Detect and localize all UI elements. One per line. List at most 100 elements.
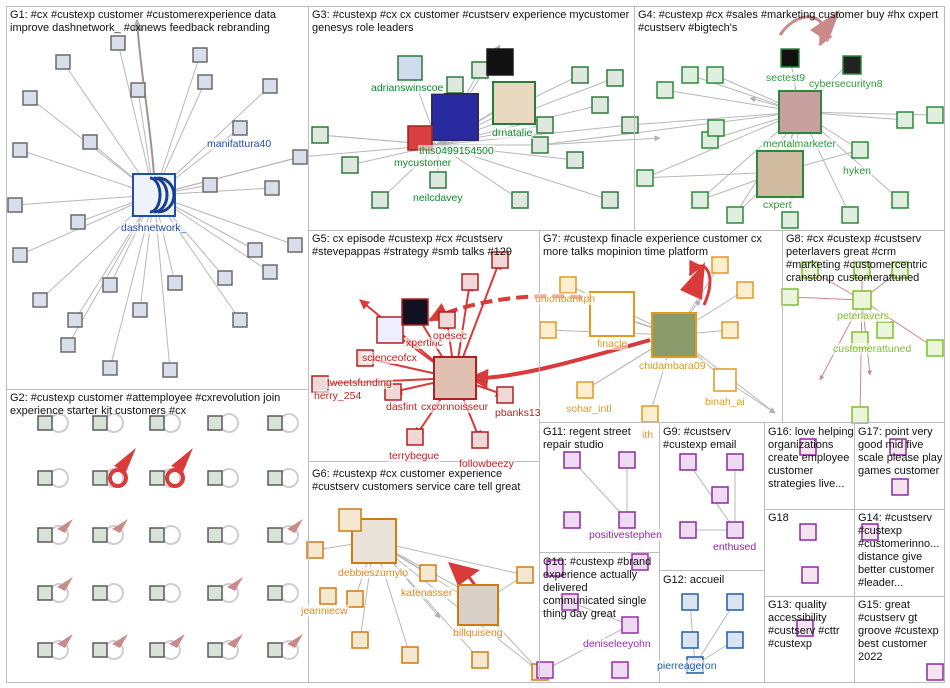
- node-avatar[interactable]: [611, 661, 629, 679]
- node-avatar[interactable]: [801, 261, 819, 279]
- node-avatar[interactable]: [67, 312, 83, 328]
- node-avatar[interactable]: [736, 281, 754, 299]
- node-label-billquiseng[interactable]: billquiseng: [452, 627, 504, 639]
- node-avatar[interactable]: [197, 74, 213, 90]
- node-avatar[interactable]: [896, 111, 914, 129]
- node-avatar[interactable]: [576, 381, 594, 399]
- node-avatar[interactable]: [351, 631, 369, 649]
- node-label-manifattura40[interactable]: manifattura40: [206, 138, 273, 150]
- node-avatar[interactable]: [12, 142, 28, 158]
- node-avatar[interactable]: [37, 642, 53, 658]
- node-avatar[interactable]: [319, 587, 337, 605]
- node-avatar[interactable]: [102, 277, 118, 293]
- node-avatar[interactable]: [539, 321, 557, 339]
- node-avatar[interactable]: [22, 90, 38, 106]
- node-avatar[interactable]: [511, 191, 529, 209]
- node-label-enthused[interactable]: enthused: [712, 541, 758, 553]
- node-label-unionbankph[interactable]: unionbankph: [534, 293, 597, 305]
- forbes-node[interactable]: [486, 48, 514, 76]
- node-avatar[interactable]: [461, 273, 479, 291]
- node-avatar[interactable]: [247, 242, 263, 258]
- node-avatar[interactable]: [438, 311, 456, 329]
- node-avatar[interactable]: [681, 66, 699, 84]
- node-avatar[interactable]: [799, 438, 817, 456]
- node-avatar[interactable]: [306, 541, 324, 559]
- node-avatar[interactable]: [546, 559, 564, 577]
- node-avatar[interactable]: [891, 478, 909, 496]
- node-label-pbanks13[interactable]: pbanks13: [494, 407, 542, 419]
- node-label-neilcdavey[interactable]: neilcdavey: [412, 192, 464, 204]
- node-avatar[interactable]: [566, 151, 584, 169]
- node-avatar[interactable]: [217, 270, 233, 286]
- peterlavers-node[interactable]: [852, 290, 872, 310]
- node-avatar[interactable]: [796, 619, 814, 637]
- node-avatar[interactable]: [656, 81, 674, 99]
- node-avatar[interactable]: [267, 642, 283, 658]
- node-label-scienceofcx[interactable]: scienceofcx: [361, 352, 418, 364]
- node-avatar[interactable]: [591, 96, 609, 114]
- chidambara09-node[interactable]: [651, 312, 697, 358]
- node-avatar[interactable]: [726, 521, 744, 539]
- node-avatar[interactable]: [232, 312, 248, 328]
- xpertinc-node[interactable]: [401, 298, 429, 326]
- node-avatar[interactable]: [60, 337, 76, 353]
- node-avatar[interactable]: [471, 651, 489, 669]
- node-avatar[interactable]: [726, 631, 744, 649]
- node-avatar[interactable]: [202, 177, 218, 193]
- node-avatar[interactable]: [841, 206, 859, 224]
- node-avatar[interactable]: [264, 180, 280, 196]
- node-avatar[interactable]: [149, 527, 165, 543]
- node-label-finacle[interactable]: finacle: [596, 338, 629, 350]
- node-label-sohar-intl[interactable]: sohar_intl: [565, 403, 613, 415]
- node-avatar[interactable]: [926, 339, 944, 357]
- node-avatar[interactable]: [681, 593, 699, 611]
- sectest9-node[interactable]: [780, 48, 800, 68]
- node-label-chidambara09[interactable]: chidambara09: [638, 360, 707, 372]
- node-avatar[interactable]: [621, 616, 639, 634]
- node-avatar[interactable]: [37, 527, 53, 543]
- node-label-mycustomer[interactable]: mycustomer: [393, 157, 453, 169]
- node-avatar[interactable]: [606, 69, 624, 87]
- mentalmarketer-node[interactable]: [778, 90, 822, 134]
- node-avatar[interactable]: [70, 214, 86, 230]
- node-avatar[interactable]: [267, 585, 283, 601]
- node-label-peterlavers[interactable]: peterlavers: [836, 310, 890, 322]
- node-avatar[interactable]: [207, 527, 223, 543]
- node-avatar[interactable]: [679, 453, 697, 471]
- node-label-terrybegue[interactable]: terrybegue: [388, 450, 441, 462]
- node-avatar[interactable]: [679, 521, 697, 539]
- node-avatar[interactable]: [726, 206, 744, 224]
- node-avatar[interactable]: [292, 149, 308, 165]
- node-avatar[interactable]: [262, 78, 278, 94]
- node-label-positivestephen[interactable]: positivestephen: [588, 529, 663, 541]
- node-avatar[interactable]: [563, 451, 581, 469]
- this0499154500-node[interactable]: [431, 93, 479, 141]
- node-avatar[interactable]: [851, 406, 869, 424]
- node-avatar[interactable]: [721, 321, 739, 339]
- node-avatar[interactable]: [496, 386, 514, 404]
- node-avatar[interactable]: [92, 527, 108, 543]
- node-avatar[interactable]: [531, 136, 549, 154]
- node-avatar[interactable]: [267, 527, 283, 543]
- node-avatar[interactable]: [232, 120, 248, 136]
- node-avatar[interactable]: [618, 511, 636, 529]
- node-avatar[interactable]: [706, 66, 724, 84]
- node-label-mentalmarketer[interactable]: mentalmarketer: [762, 138, 837, 150]
- binah-ai-node[interactable]: [713, 368, 737, 392]
- node-label-debbieszumylo[interactable]: debbieszumylo: [337, 567, 410, 579]
- node-avatar[interactable]: [262, 264, 278, 280]
- node-avatar[interactable]: [419, 564, 437, 582]
- node-avatar[interactable]: [926, 663, 944, 681]
- node-avatar[interactable]: [853, 261, 871, 279]
- node-avatar[interactable]: [149, 470, 165, 486]
- node-avatar[interactable]: [37, 415, 53, 431]
- node-avatar[interactable]: [726, 453, 744, 471]
- node-avatar[interactable]: [781, 211, 799, 229]
- node-label-customerattuned[interactable]: customerattuned: [832, 343, 913, 355]
- node-avatar[interactable]: [726, 593, 744, 611]
- node-avatar[interactable]: [207, 642, 223, 658]
- node-avatar[interactable]: [563, 511, 581, 529]
- node-label-cybersecurityn8[interactable]: cybersecurityn8: [808, 78, 884, 90]
- node-avatar[interactable]: [12, 247, 28, 263]
- node-avatar[interactable]: [516, 566, 534, 584]
